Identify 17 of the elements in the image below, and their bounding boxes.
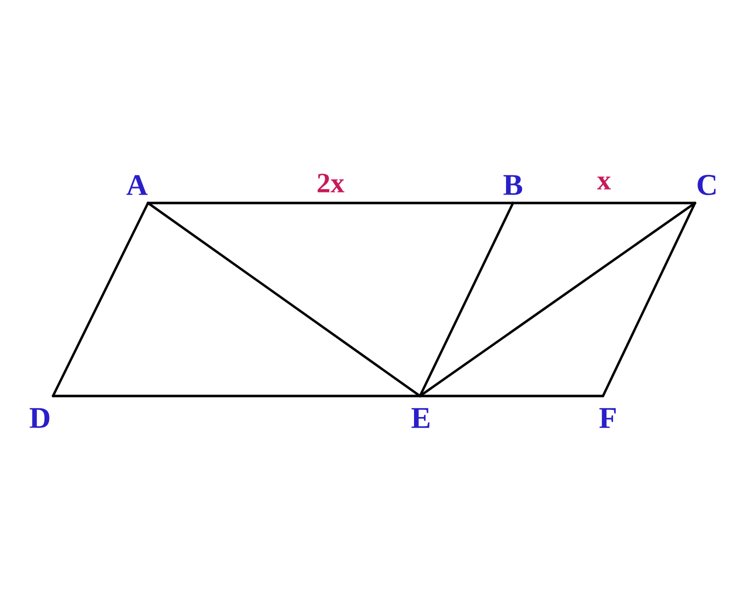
point-label: D [30, 408, 50, 428]
line-segment [512, 202, 696, 204]
line-segment [418, 202, 696, 398]
point-label: E [412, 408, 430, 428]
point-label: B [504, 175, 522, 195]
line-segment [146, 202, 514, 204]
line-segment [418, 394, 604, 398]
point-label: A [126, 175, 148, 195]
point-label: C [698, 174, 716, 196]
point-label: F [599, 408, 616, 428]
length-label: x [597, 176, 611, 190]
line-segment [602, 202, 696, 398]
line-segment [146, 202, 422, 398]
length-label: 2x [318, 174, 344, 192]
line-segment [52, 394, 422, 398]
line-segment [52, 202, 150, 398]
line-segment [418, 202, 514, 398]
